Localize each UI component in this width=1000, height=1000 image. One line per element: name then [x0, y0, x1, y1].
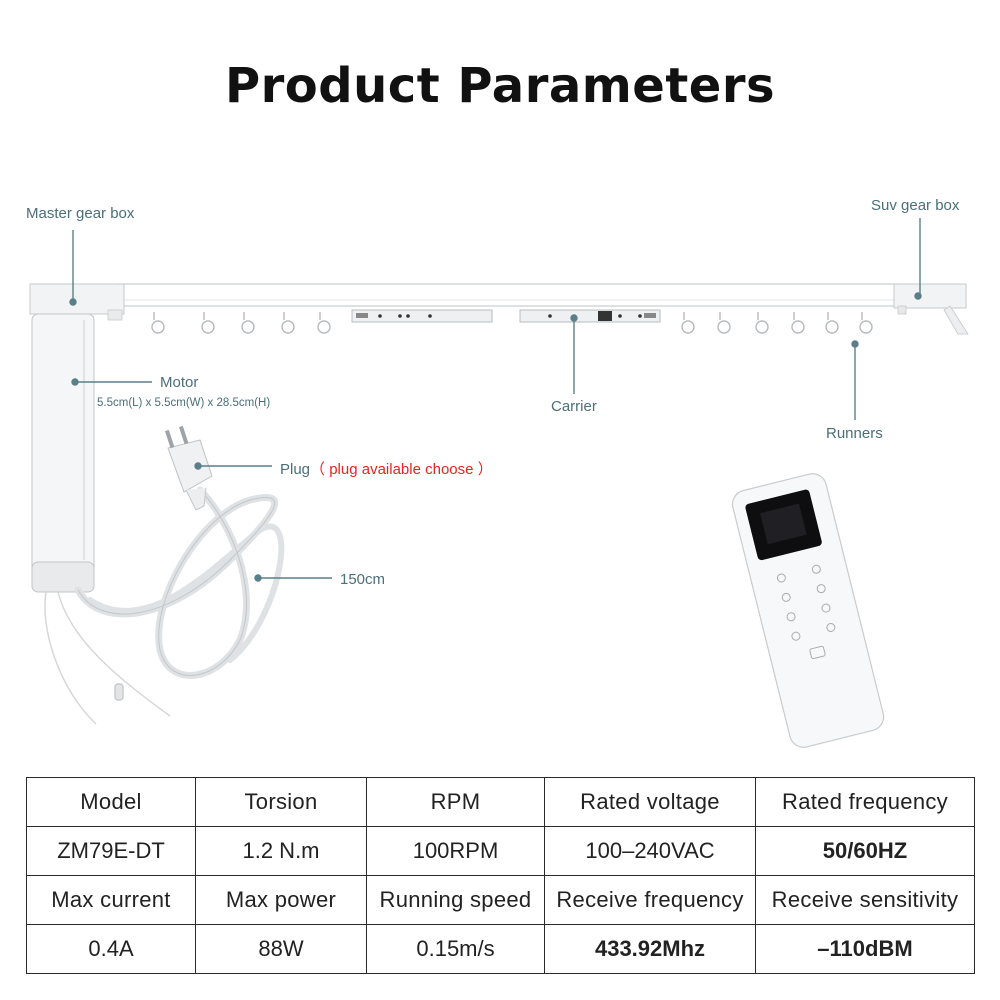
runner-right-group [681, 312, 873, 334]
table-row-header-2: Max current Max power Running speed Rece… [26, 875, 975, 925]
motor-wires [44, 591, 171, 725]
page-title: Product Parameters [224, 58, 776, 114]
carrier-right [519, 309, 661, 323]
curtain-track-diagram [29, 218, 969, 748]
table-row-values-1: ZM79E-DT 1.2 N.m 100RPM 100–240VAC 50/60… [26, 826, 975, 876]
table-row-values-2: 0.4A 88W 0.15m/s 433.92Mhz –110dBM [26, 924, 975, 974]
label-cable-length: 150cm [340, 571, 386, 588]
suv-gear-box [893, 283, 969, 335]
carrier-left [351, 309, 493, 323]
table-cell: Running speed [366, 875, 545, 925]
table-cell: 1.2 N.m [195, 826, 367, 876]
table-cell: 0.15m/s [366, 924, 545, 974]
label-carrier: Carrier [551, 398, 597, 415]
table-cell: Max power [195, 875, 367, 925]
label-plug-note: （ plug available choose ） [310, 461, 493, 478]
table-cell: 433.92Mhz [544, 924, 756, 974]
power-cord [74, 486, 285, 679]
label-suv-gear-box: Suv gear box [871, 197, 960, 214]
table-cell: 100RPM [366, 826, 545, 876]
plug [165, 425, 213, 511]
table-cell: –110dBM [755, 924, 975, 974]
label-master-gear-box: Master gear box [26, 205, 135, 222]
table-cell: Torsion [195, 777, 367, 827]
table-cell: Receive sensitivity [755, 875, 975, 925]
table-cell: 0.4A [26, 924, 196, 974]
table-cell: Receive frequency [544, 875, 756, 925]
table-cell: 50/60HZ [755, 826, 975, 876]
curtain-rail [117, 283, 899, 307]
table-cell: Max current [26, 875, 196, 925]
remote-control [731, 473, 885, 748]
table-cell: ZM79E-DT [26, 826, 196, 876]
table-cell: Rated voltage [544, 777, 756, 827]
table-cell: RPM [366, 777, 545, 827]
runners [151, 312, 873, 334]
motor-body [31, 313, 95, 593]
table-cell: Rated frequency [755, 777, 975, 827]
power-cord-outline [77, 489, 276, 676]
label-runners: Runners [826, 425, 883, 442]
table-cell: 88W [195, 924, 367, 974]
label-plug-text: Plug [280, 461, 311, 478]
parameters-table: Model Torsion RPM Rated voltage Rated fr… [26, 777, 975, 974]
leader-lines [69, 218, 922, 582]
label-motor: Motor [160, 374, 199, 391]
table-row-header-1: Model Torsion RPM Rated voltage Rated fr… [26, 777, 975, 827]
label-plug: Plug（ plug available choose ） [280, 458, 493, 479]
label-motor-dimensions: 5.5cm(L) x 5.5cm(W) x 28.5cm(H) [97, 397, 271, 409]
table-cell: Model [26, 777, 196, 827]
runner-left-group [151, 312, 331, 334]
table-cell: 100–240VAC [544, 826, 756, 876]
